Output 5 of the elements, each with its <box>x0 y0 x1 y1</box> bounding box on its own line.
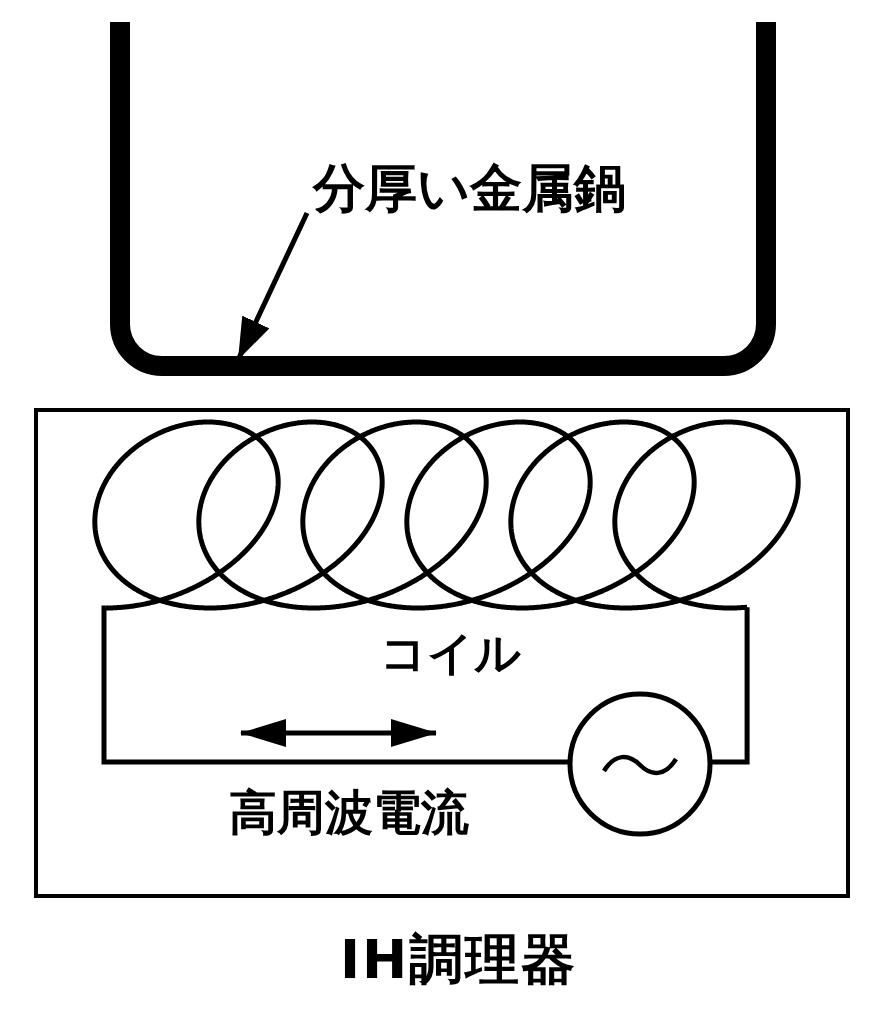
pot-drawing <box>110 22 776 378</box>
pot-label: 分厚い金属鍋 <box>313 162 626 214</box>
current-label: 高周波電流 <box>229 788 469 836</box>
cooker-title: IH調理器 <box>340 933 578 987</box>
coil-label: コイル <box>380 630 521 676</box>
